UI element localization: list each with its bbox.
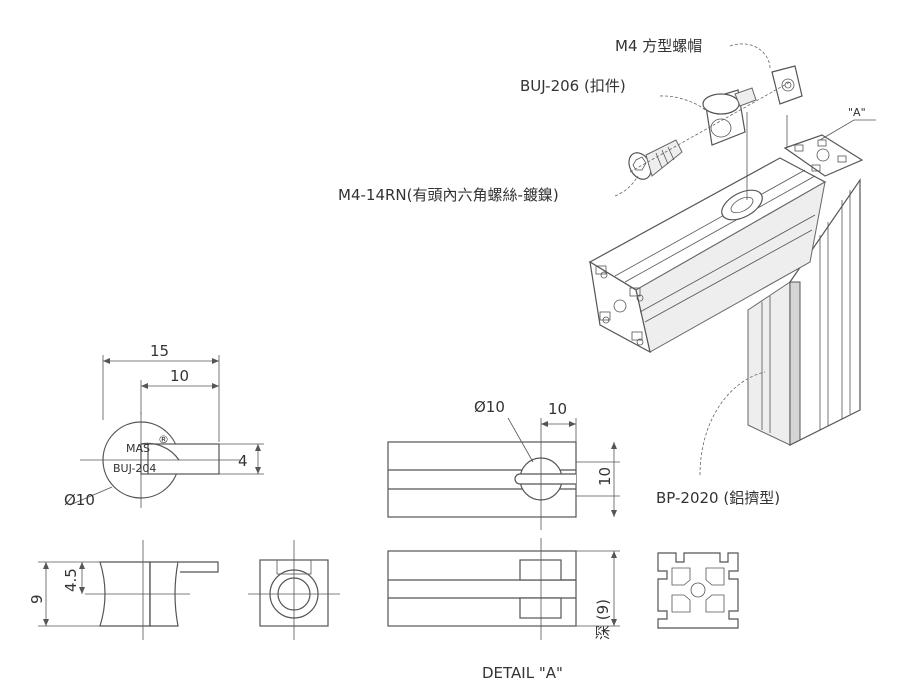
detail-depth-label: 深 (9)	[594, 599, 612, 640]
detail-marker: "A"	[848, 106, 866, 119]
dia-10: Ø10	[64, 491, 95, 509]
registered-mark: ®	[158, 433, 169, 446]
clip-top-view	[248, 540, 340, 640]
profile-cross-section	[657, 552, 739, 629]
callout-square-nut: M4 方型螺帽	[615, 37, 702, 55]
mark-brand: MAS	[126, 442, 150, 455]
clip-front-view	[69, 355, 264, 508]
dim-9: 9	[28, 594, 46, 604]
detail-dim-10-side: 10	[596, 467, 614, 486]
iso-assembly	[588, 43, 876, 476]
dim-4: 4	[238, 452, 248, 470]
clip-part	[702, 87, 757, 146]
horizontal-profile	[588, 157, 827, 354]
callout-profile: BP-2020 (鋁擠型)	[656, 489, 780, 507]
callout-clip: BUJ-206 (扣件)	[520, 77, 626, 95]
mark-model: BUJ-204	[113, 462, 156, 475]
callout-screw: M4-14RN(有頭內六角螺絲-鍍鎳)	[338, 186, 559, 204]
detail-top-view	[387, 417, 620, 530]
detail-side-view	[387, 538, 620, 640]
detail-dim-10-top: 10	[548, 400, 567, 418]
clip-side-view	[38, 540, 219, 640]
screw-part	[628, 139, 683, 180]
vertical-profile	[747, 134, 864, 446]
dim-15: 15	[150, 342, 169, 360]
detail-caption: DETAIL "A"	[482, 664, 563, 682]
dim-4-5: 4.5	[62, 568, 80, 592]
dim-10: 10	[170, 367, 189, 385]
square-nut-part	[771, 65, 803, 105]
detail-dia-10: Ø10	[474, 398, 505, 416]
